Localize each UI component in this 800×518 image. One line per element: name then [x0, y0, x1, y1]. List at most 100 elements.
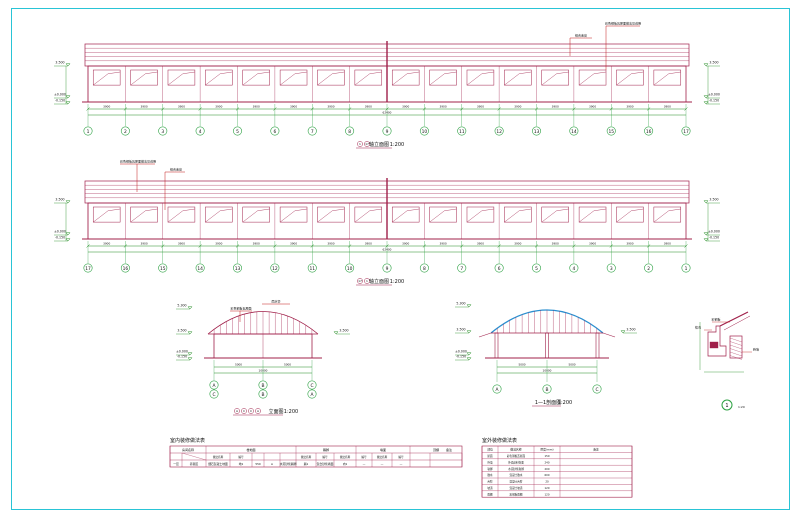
elevation-17-1: 3900173900163900153900143900133900123900…: [54, 159, 720, 286]
dim-tick: [422, 107, 427, 111]
window: [391, 206, 420, 223]
window: [130, 69, 158, 86]
window: [205, 206, 233, 223]
window: [616, 206, 644, 223]
level-label: -0.150: [177, 355, 187, 359]
axis-bubble: [195, 263, 205, 273]
window: [429, 69, 457, 86]
axis-label: B: [545, 387, 548, 393]
axis-label: 11: [309, 266, 315, 272]
title-bubble: [357, 278, 363, 284]
table-cell: 混合砂浆墙面: [317, 462, 334, 466]
window-open-mark: [242, 71, 270, 86]
level-label: -0.150: [456, 355, 466, 359]
table-cell: 混凝土坡道: [510, 486, 523, 490]
title-axis: C: [243, 409, 245, 413]
header-room: 房间名称: [182, 447, 194, 452]
window-open-mark: [653, 71, 681, 86]
title-axis: 1: [366, 279, 368, 283]
table-cell: 养殖区: [190, 462, 199, 466]
level-triangle: [620, 330, 626, 334]
window: [466, 69, 495, 86]
window: [317, 206, 345, 223]
table-cell: 彩钢板雨棚: [510, 492, 523, 496]
drawing-title: 轴立面图: [369, 278, 389, 285]
axis-label: 8: [423, 266, 426, 272]
axis-label: 12: [496, 129, 502, 135]
bay-dimension: 3900: [589, 242, 596, 246]
table-cell: 240: [545, 460, 550, 464]
axis-label: 15: [608, 129, 614, 135]
window-open-mark: [130, 71, 158, 86]
title-bubble: [357, 141, 363, 147]
table-cell: 散水: [487, 473, 493, 477]
table-cell: 120: [545, 486, 550, 490]
axis-label: 2: [124, 129, 127, 135]
level-label: 3.500: [55, 198, 64, 202]
table-cell: 地1: [239, 462, 244, 466]
bay-dimension: 3900: [477, 242, 484, 246]
window: [279, 69, 308, 86]
axis-bubble: [233, 263, 243, 273]
axis-bubble: [681, 263, 691, 273]
window-open-mark: [616, 208, 644, 223]
axis-label: 11: [459, 129, 465, 135]
level-label: 3.500: [626, 328, 635, 332]
axis-label: 9: [386, 266, 389, 272]
dim-tick: [422, 244, 427, 248]
dim-tick: [460, 107, 464, 111]
dimension: 5000: [568, 363, 575, 367]
level-label: ±0.000: [455, 350, 467, 354]
table-cell: 20: [545, 480, 549, 484]
note-roof: 彩色钢板瓦屋面做法见说明: [120, 159, 156, 164]
level-label: 3.500: [177, 329, 186, 333]
title-axis: A: [236, 409, 239, 413]
note-window: 铝合金窗: [575, 33, 587, 38]
level-label: 5.300: [456, 302, 465, 306]
dim-tick: [385, 107, 389, 111]
axis-label: 9: [386, 129, 389, 135]
axis-label: 14: [571, 129, 577, 135]
bay-dimension: 3900: [290, 105, 297, 109]
axis-label: B: [261, 392, 264, 398]
wall-section: [494, 332, 499, 359]
hatch: [729, 351, 743, 357]
total-dimension: 62400: [383, 248, 392, 252]
axis-bubble: [233, 126, 243, 136]
axis-bubble: [457, 263, 467, 273]
axis-label: 7: [460, 266, 463, 272]
hatch: [729, 337, 743, 343]
window: [578, 69, 607, 86]
dim-tick: [310, 107, 314, 111]
bay-dimension: 3900: [327, 242, 334, 246]
axis-bubble: [382, 126, 392, 136]
window: [429, 206, 457, 223]
level-triangle: [65, 238, 71, 242]
drawing-title: 立面图: [268, 408, 283, 415]
window-open-mark: [504, 208, 532, 223]
dim-tick: [684, 107, 688, 111]
axis-bubble: [83, 126, 93, 136]
table-cell: 水泥砂浆勒脚: [508, 467, 524, 471]
window: [167, 69, 196, 86]
window: [242, 69, 270, 86]
subheader: 编号: [398, 455, 404, 459]
eave-canopy: [602, 332, 616, 338]
level-label: 3.500: [55, 61, 64, 65]
dim-tick: [646, 107, 651, 111]
dim-tick: [534, 244, 539, 248]
axis-bubble: [195, 126, 205, 136]
axis-label: A: [495, 387, 498, 393]
hatch: [729, 355, 743, 360]
level-label: -0.150: [55, 99, 65, 103]
table-cell: A: [271, 462, 273, 466]
level-label: ±0.000: [54, 230, 66, 234]
axis-label: 5: [236, 129, 239, 135]
dim-tick: [161, 244, 165, 248]
level-label: -0.150: [55, 236, 65, 240]
table-header: 部位: [487, 448, 493, 452]
table-title: 室内装修做法表: [170, 437, 205, 444]
window-open-mark: [578, 71, 607, 86]
window-open-mark: [93, 71, 121, 86]
diag-line: [181, 452, 207, 461]
